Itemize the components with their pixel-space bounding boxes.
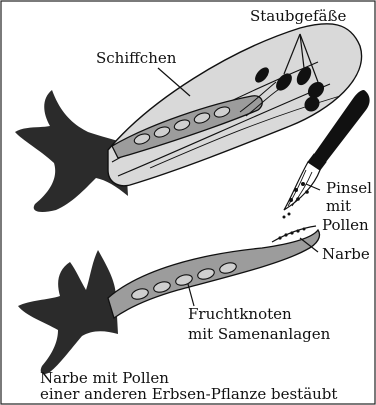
label-staubgefaesse: Staubgefäße — [250, 8, 346, 25]
label-narbe: Narbe — [322, 246, 370, 263]
label-pinsel: Pinsel — [326, 180, 372, 197]
label-fruchtknoten: Fruchtknoten — [188, 306, 292, 323]
lower-calyx-shape — [18, 250, 118, 374]
label-pinsel-pollen: Pollen — [322, 217, 369, 234]
label-mit-samenanlagen: mit Samenanlagen — [188, 326, 330, 343]
label-pinsel-mit: mit — [326, 198, 351, 215]
label-schiffchen: Schiffchen — [96, 50, 176, 67]
fruchtknoten-pointer — [188, 284, 194, 306]
caption-line-2: einer anderen Erbsen-Pflanze bestäubt — [40, 386, 337, 403]
